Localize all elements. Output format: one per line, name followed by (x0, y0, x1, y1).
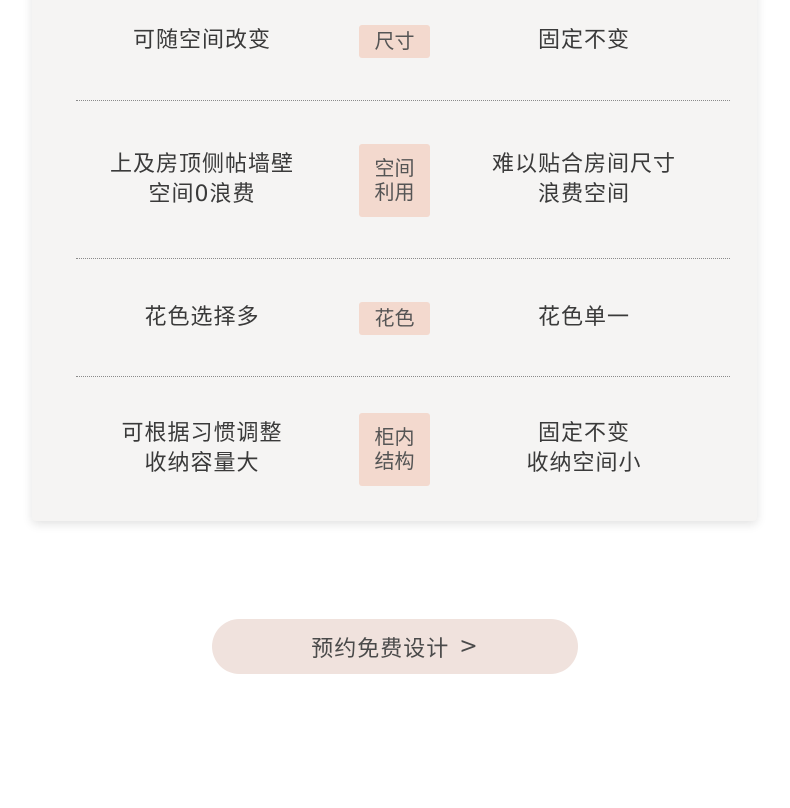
standard-feature-line: 固定不变 (537, 28, 630, 53)
custom-feature-line: 可根据习惯调整 (121, 421, 283, 446)
custom-feature-line: 收纳容量大 (144, 451, 260, 476)
chevron-right-icon: > (459, 634, 479, 659)
row-divider (76, 376, 730, 377)
custom-feature-cell: 上及房顶侧帖墙壁 空间0浪费 (72, 101, 332, 259)
standard-feature-line: 花色单一 (537, 305, 630, 330)
standard-feature-line: 难以贴合房间尺寸 (491, 152, 676, 177)
standard-feature-cell: 固定不变 (454, 0, 714, 82)
comparison-row-color: 花色选择多 花色 花色单一 (32, 259, 757, 377)
comparison-row-space: 上及房顶侧帖墙壁 空间0浪费 空间 利用 难以贴合房间尺寸 浪费空间 (32, 101, 757, 259)
custom-feature-line: 空间0浪费 (148, 182, 256, 207)
standard-feature-cell: 花色单一 (454, 259, 714, 377)
category-tag-line: 利用 (374, 180, 415, 204)
book-free-design-label: 预约免费设计 (311, 636, 450, 662)
category-tag-space: 空间 利用 (359, 143, 430, 217)
category-tag-color: 花色 (359, 301, 430, 335)
custom-feature-cell: 可根据习惯调整 收纳容量大 (72, 377, 332, 521)
category-tag-line: 空间 (374, 156, 415, 180)
comparison-card: 可随空间改变 尺寸 固定不变 上及房顶侧帖墙壁 空间0浪费 空间 利用 难以贴合… (32, 0, 757, 521)
row-divider (76, 258, 730, 259)
comparison-row-structure: 可根据习惯调整 收纳容量大 柜内 结构 固定不变 收纳空间小 (32, 377, 757, 521)
custom-feature-cell: 可随空间改变 (72, 0, 332, 82)
standard-feature-line: 浪费空间 (537, 182, 630, 207)
category-tag-structure: 柜内 结构 (359, 412, 430, 486)
custom-feature-line: 上及房顶侧帖墙壁 (109, 152, 294, 177)
book-free-design-button[interactable]: 预约免费设计 > (212, 619, 578, 674)
category-tag-line: 结构 (374, 449, 415, 473)
category-tag-line: 柜内 (374, 425, 415, 449)
standard-feature-cell: 固定不变 收纳空间小 (454, 377, 714, 521)
custom-feature-line: 可随空间改变 (132, 28, 271, 53)
standard-feature-line: 收纳空间小 (526, 451, 642, 476)
category-tag-line: 花色 (374, 306, 415, 330)
comparison-row-size: 可随空间改变 尺寸 固定不变 (32, 0, 757, 82)
custom-feature-cell: 花色选择多 (72, 259, 332, 377)
custom-feature-line: 花色选择多 (144, 305, 260, 330)
category-tag-line: 尺寸 (374, 29, 415, 53)
row-divider (76, 100, 730, 101)
standard-feature-cell: 难以贴合房间尺寸 浪费空间 (454, 101, 714, 259)
category-tag-size: 尺寸 (359, 24, 430, 58)
standard-feature-line: 固定不变 (537, 421, 630, 446)
